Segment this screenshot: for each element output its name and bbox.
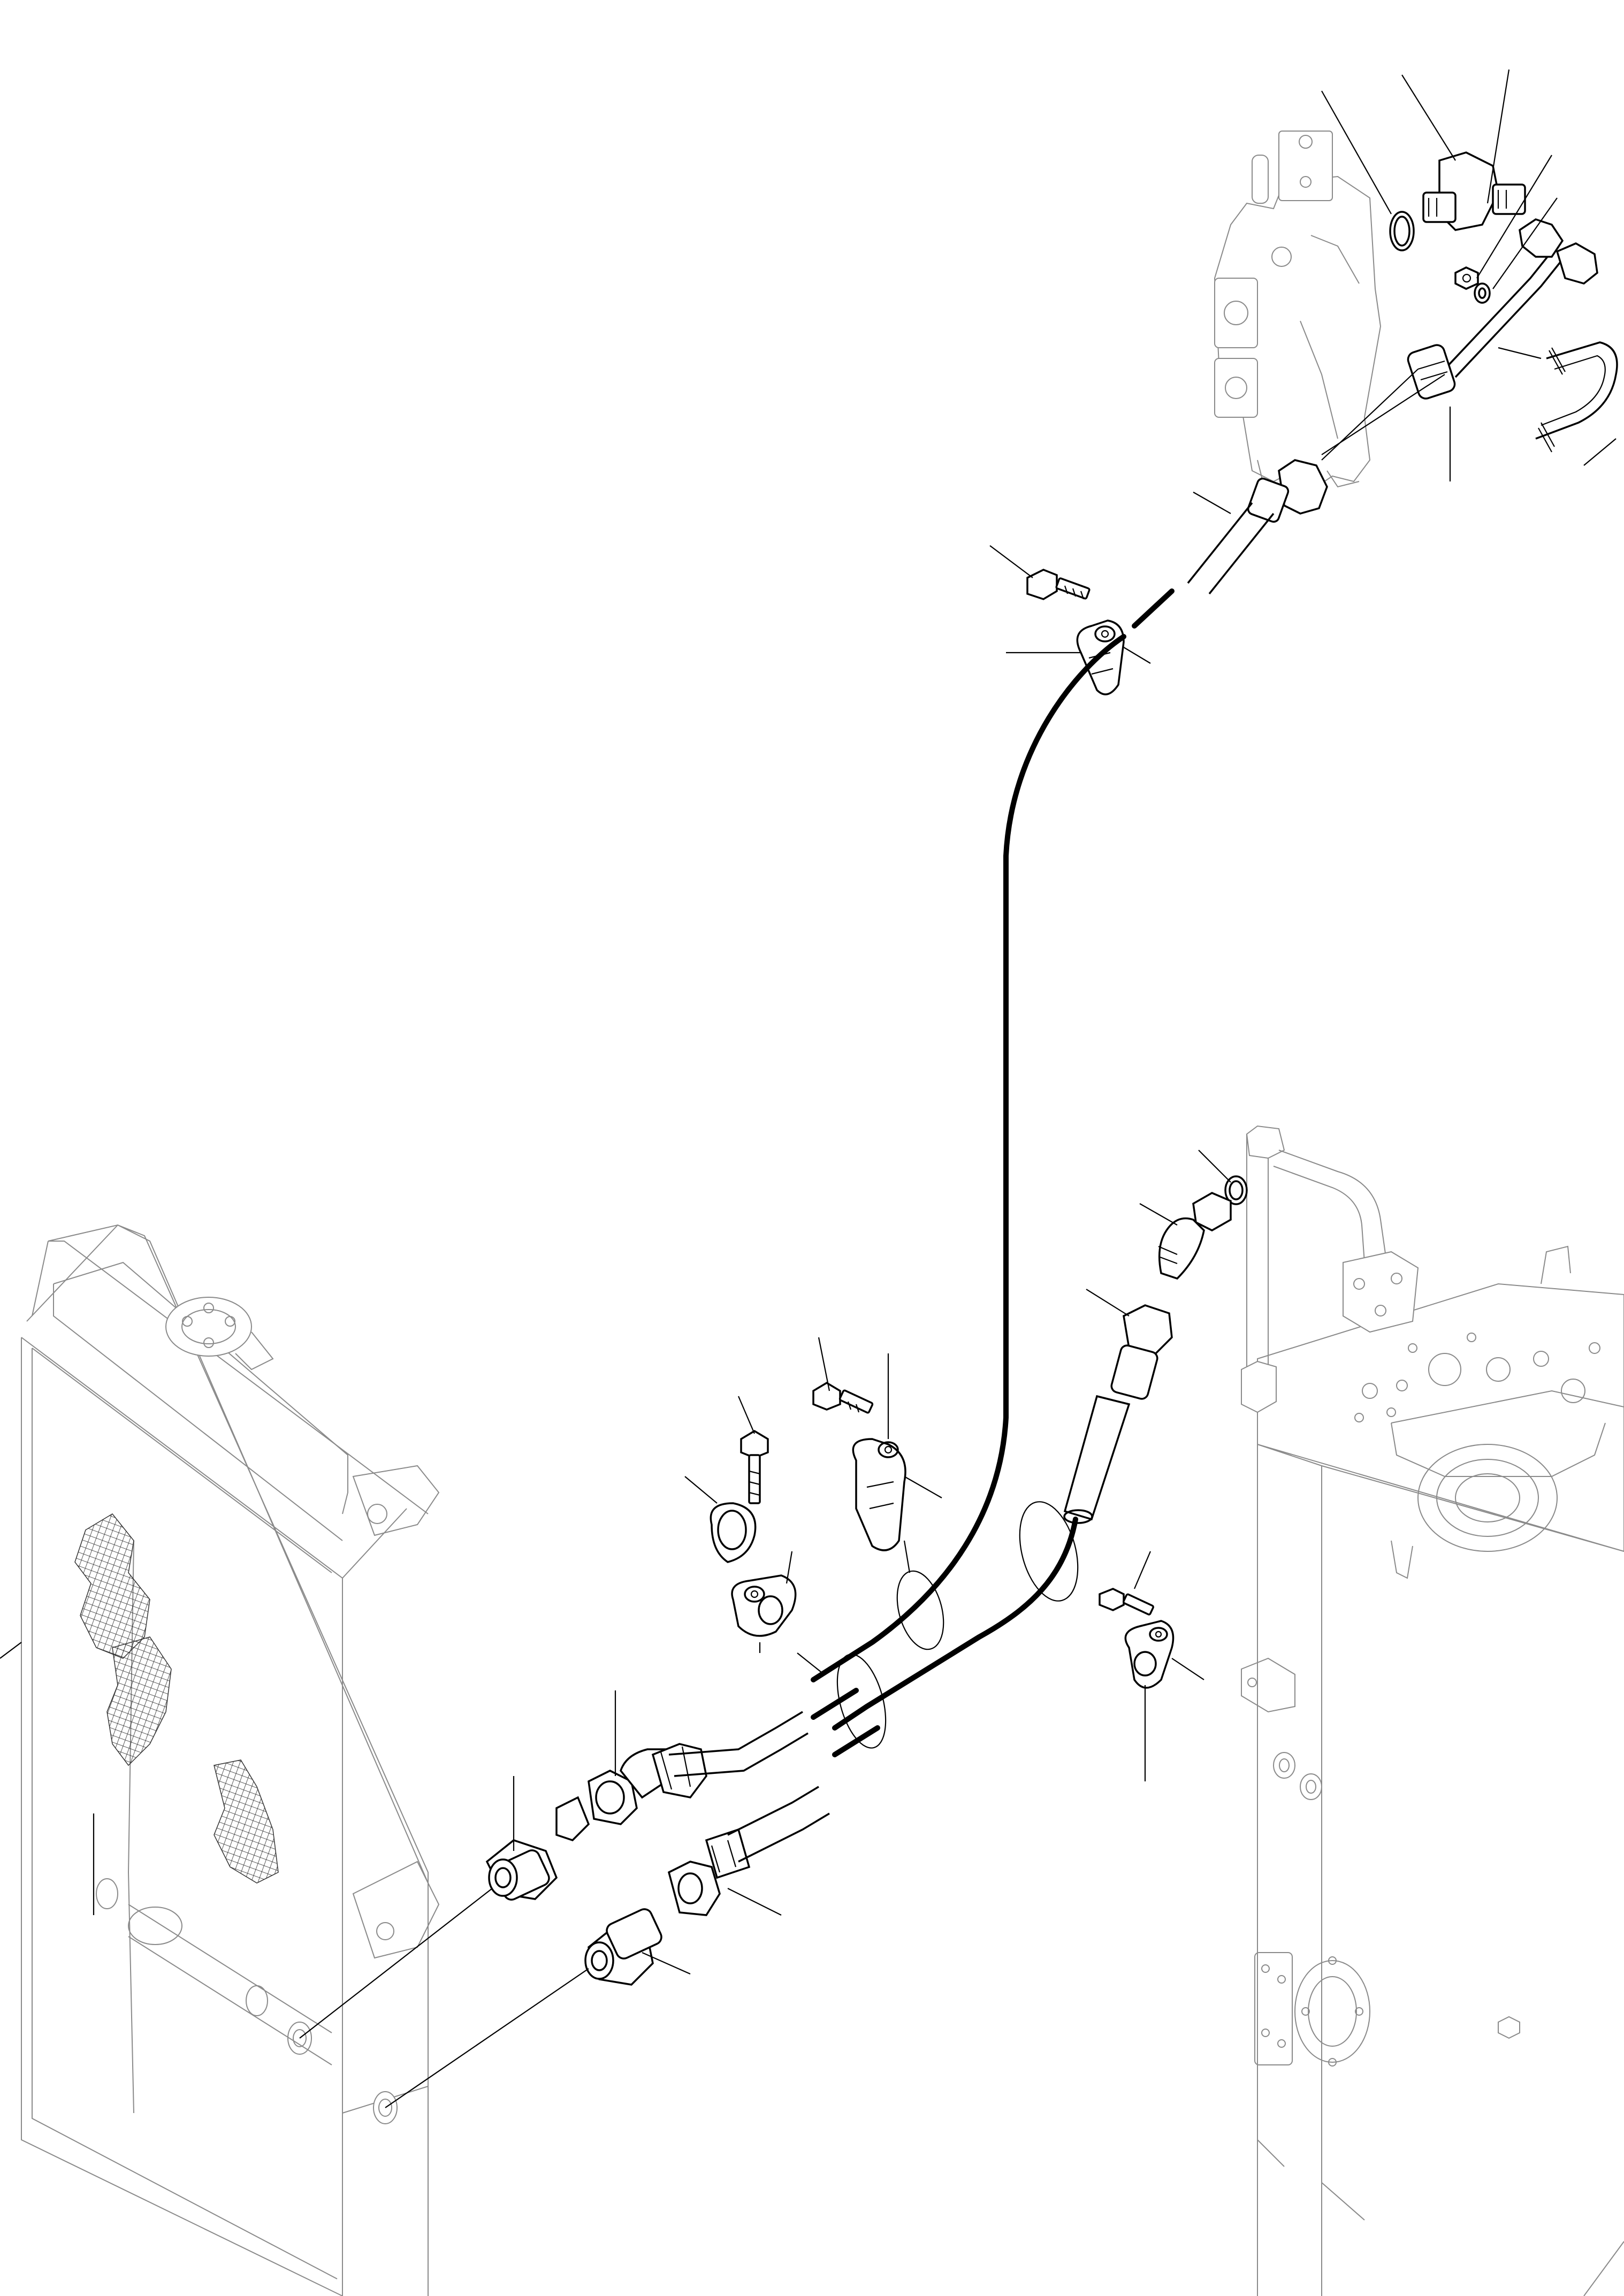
hydraulic-hose-main	[811, 634, 1126, 1682]
radiator	[21, 1224, 440, 2296]
adapter-lower-left-2	[584, 1908, 662, 1986]
assembly-lines	[299, 369, 1445, 2108]
adapter-lower-left-1	[485, 1796, 590, 1901]
hose-clamp-mid-center	[852, 1438, 906, 1551]
elbow-adapter-lower	[1158, 1192, 1232, 1280]
bolt-upper-clamp	[1026, 569, 1091, 600]
u-bolt	[1535, 341, 1618, 453]
hose-clamp-mid-left	[710, 1502, 797, 1637]
callout-leaders	[0, 69, 1617, 1975]
bolt-lower-right	[1099, 1588, 1154, 1616]
hydraulic-hose-lower	[832, 1517, 1078, 1731]
bolt-mid-center	[812, 1381, 874, 1414]
elbow-hose-fitting-upper-left	[588, 1743, 707, 1825]
straight-hose-fitting-lower-left	[667, 1828, 751, 1916]
hose-upper-segment	[1132, 502, 1275, 629]
bolt-mid-left	[740, 1429, 769, 1504]
hose-fitting-lower	[1063, 1304, 1173, 1524]
control-valve	[1214, 131, 1382, 488]
radiator-core-mesh	[74, 1513, 279, 1884]
washer-small	[1474, 282, 1491, 304]
steel-pipe-upper	[1407, 218, 1598, 400]
hydraulic-tank	[1241, 1245, 1624, 2296]
elbow-fitting-upper	[1422, 151, 1526, 231]
hose-clamp-lower-right	[1124, 1620, 1175, 1689]
adapter-upper	[1247, 459, 1328, 523]
hose-lower-left-segments	[668, 1688, 880, 1863]
hex-nut-small	[1454, 266, 1479, 290]
tank-pipe	[1241, 1125, 1419, 1413]
hose-section-ellipses	[836, 1501, 1079, 1749]
o-ring-lower	[1224, 1175, 1248, 1205]
o-ring-upper	[1389, 211, 1415, 251]
